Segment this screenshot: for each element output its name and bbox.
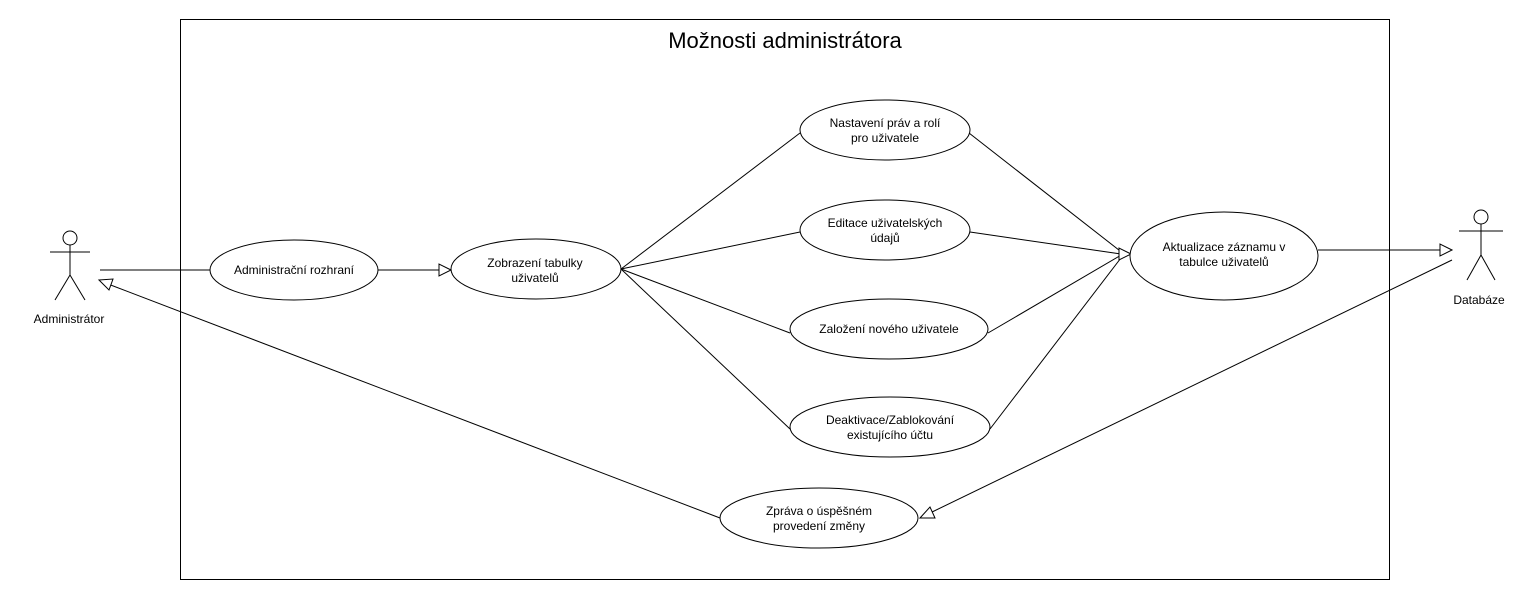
use-case-zprava-o-zmene: Zpráva o úspěšném provedení změny (719, 487, 919, 549)
use-case-label: Editace uživatelských (828, 216, 943, 230)
use-case-label: Deaktivace/Zablokování (826, 413, 955, 427)
arrowhead-db (1439, 243, 1454, 257)
system-boundary (180, 19, 1390, 580)
use-case-aktualizace-zaznamu: Aktualizace záznamu v tabulce uživatelů (1129, 211, 1319, 301)
arrowhead-msg (918, 506, 936, 519)
use-case-label: Nastavení práv a rolí (830, 116, 941, 130)
use-case-label: existujícího účtu (847, 428, 933, 442)
actor-leg-left (1466, 254, 1482, 281)
system-title: Možnosti administrátora (668, 28, 902, 53)
use-case-editace-udaju: Editace uživatelských údajů (799, 199, 971, 261)
edge-rights-to-update (968, 132, 1125, 255)
actor-head (1473, 209, 1489, 225)
edge-table-to-create (620, 268, 791, 334)
actor-leg-left (54, 274, 71, 301)
use-case-label: údajů (870, 231, 899, 245)
edge-table-to-rights (620, 132, 801, 270)
edge-create-to-update (987, 253, 1124, 334)
use-case-label: Administrační rozhraní (234, 263, 355, 277)
actor-label-database: Databáze (1453, 293, 1505, 307)
edge-edit-to-update (969, 231, 1122, 255)
use-case-label: uživatelů (511, 271, 558, 285)
use-case-label: pro uživatele (851, 131, 919, 145)
edge-db-to-msg (929, 259, 1453, 514)
actor-database: Databáze (1453, 209, 1505, 307)
edge-deact-to-update (989, 253, 1125, 430)
connections (97, 132, 1454, 519)
use-case-label: Zpráva o úspěšném (766, 504, 872, 518)
actor-leg-right (1480, 254, 1496, 281)
arrowhead-table (438, 263, 453, 277)
use-case-zobrazeni-tabulky: Zobrazení tabulky uživatelů (450, 238, 622, 300)
actor-label-administrator: Administrátor (34, 312, 105, 326)
use-case-nastaveni-prav: Nastavení práv a rolí pro uživatele (799, 99, 971, 161)
use-case-deaktivace-uctu: Deaktivace/Zablokování existujícího účtu (789, 396, 991, 458)
arrowhead-admin (97, 278, 114, 291)
use-case-label: Založení nového uživatele (819, 322, 959, 336)
arrowhead-update (1118, 247, 1133, 261)
edge-table-to-deact (620, 268, 791, 430)
actor-administrator: Administrátor (34, 230, 105, 326)
use-case-label: Aktualizace záznamu v (1163, 240, 1286, 254)
use-case-label: Zobrazení tabulky (487, 256, 582, 270)
actor-leg-right (69, 274, 86, 301)
actor-head (62, 230, 78, 246)
use-case-label: tabulce uživatelů (1179, 255, 1268, 269)
edge-table-to-edit (620, 231, 801, 270)
use-case-administracni-rozhrani: Administrační rozhraní (209, 239, 379, 301)
edge-msg-to-admin (107, 283, 721, 519)
use-case-label: provedení změny (773, 519, 865, 533)
use-case-zalozeni-uzivatele: Založení nového uživatele (789, 298, 989, 360)
